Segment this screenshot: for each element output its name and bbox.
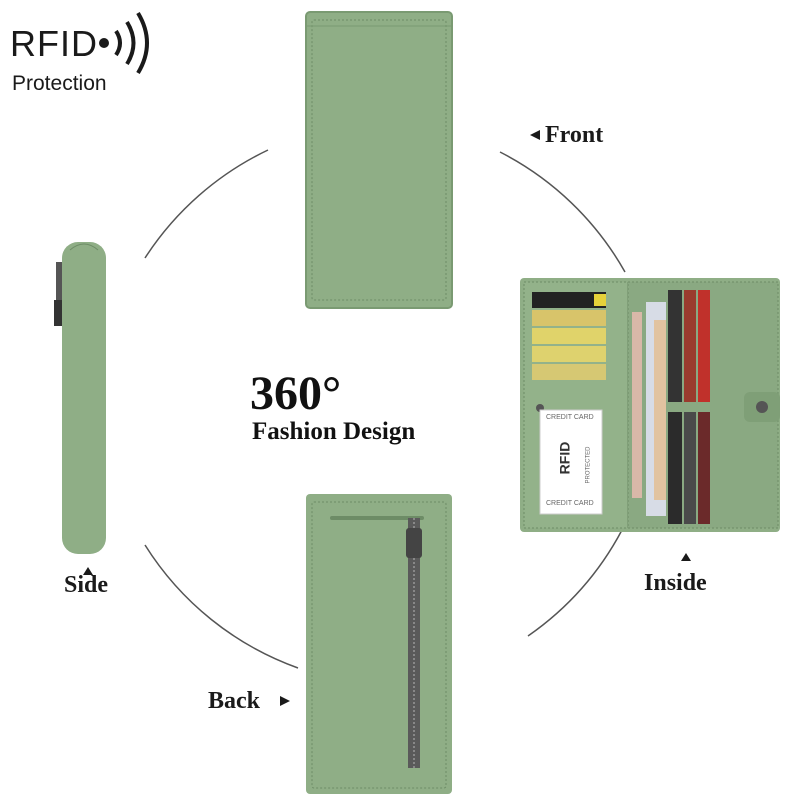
headline-tagline: Fashion Design xyxy=(252,418,416,445)
side-arrow-icon xyxy=(83,567,93,575)
label-back: Back xyxy=(208,688,261,714)
inside-arrow-icon xyxy=(681,553,691,561)
card-window-rfid: RFID xyxy=(556,441,573,475)
wallet-inside xyxy=(520,278,780,532)
rfid-title: RFID xyxy=(10,23,98,64)
front-arrow-icon xyxy=(530,130,540,140)
headline-360: 360° xyxy=(250,367,342,420)
label-inside: Inside xyxy=(644,570,707,596)
label-front: Front xyxy=(545,122,604,148)
rfid-signal-icon xyxy=(99,11,149,75)
label-side: Side xyxy=(64,572,109,598)
back-arrow-icon xyxy=(280,696,290,706)
card-window-top: CREDIT CARD xyxy=(546,414,594,421)
card-window-protected: PROTECTED xyxy=(585,446,592,484)
rfid-subtitle: Protection xyxy=(12,72,107,95)
card-window-bottom: CREDIT CARD xyxy=(546,500,594,507)
orbit-arcs xyxy=(144,149,626,669)
wallet-side xyxy=(54,242,106,554)
wallet-front xyxy=(305,11,453,309)
wallet-back xyxy=(306,494,452,794)
